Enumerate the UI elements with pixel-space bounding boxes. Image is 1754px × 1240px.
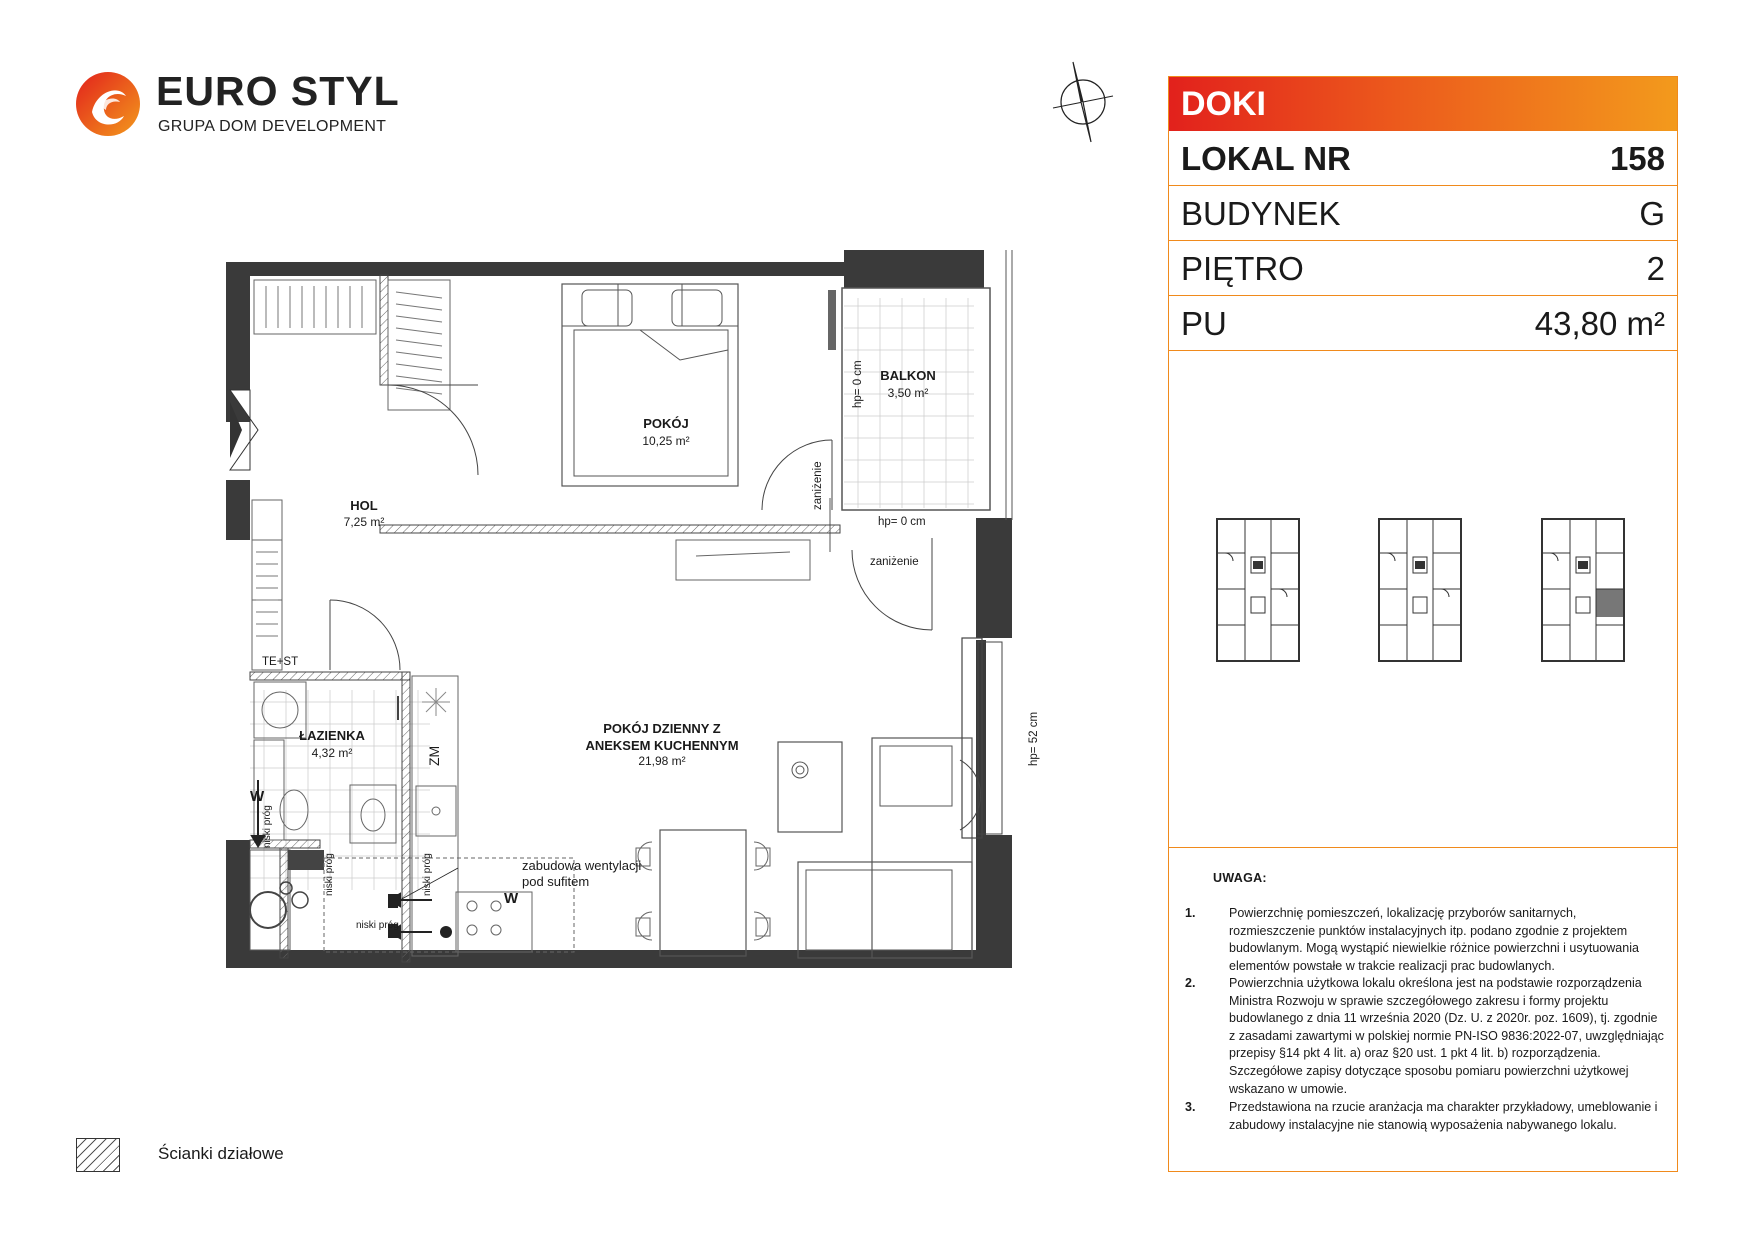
key-plan-3-highlighted [1541, 518, 1625, 662]
water-marker-1: W [250, 788, 265, 805]
info-panel: DOKI LOKAL NR 158 BUDYNEK G PIĘTRO 2 PU … [1168, 76, 1678, 1172]
low-threshold-note-2: niski próg [324, 853, 335, 896]
note-number: 3. [1185, 1100, 1196, 1114]
note-item: 3. Przedstawiona na rzucie aranżacja ma … [1185, 1099, 1665, 1155]
room-area-lazienka: 4,32 m² [311, 746, 353, 760]
notes-separator [1169, 847, 1677, 848]
floor-plan: POKÓJ 10,25 m² BALKON 3,50 m² HOL 7,25 m… [220, 240, 1050, 980]
room-area-balkon: 3,50 m² [887, 386, 929, 400]
floor-plan-drawing [226, 250, 1013, 968]
water-marker-2: W [504, 890, 519, 907]
info-row-budynek: BUDYNEK G [1169, 186, 1677, 241]
info-value: G [1639, 195, 1665, 232]
room-area-pokoj: 10,25 m² [642, 434, 690, 448]
note-number: 2. [1185, 976, 1196, 990]
logo: EURO STYL GRUPA DOM DEVELOPMENT [74, 66, 404, 144]
info-row-pu: PU 43,80 m² [1169, 296, 1677, 351]
north-arrow-icon [1052, 61, 1114, 143]
brand-subtitle: GRUPA DOM DEVELOPMENT [158, 118, 387, 135]
zm-label: ZM [426, 745, 442, 766]
partition-walls-legend-icon [76, 1138, 120, 1172]
hp-window-note: hp= 52 cm [1028, 711, 1040, 766]
investment-name: DOKI [1181, 85, 1266, 123]
room-label-balkon: BALKON [880, 368, 936, 383]
info-label: PU [1181, 305, 1227, 342]
euro-styl-logo-icon [76, 72, 140, 136]
info-value: 2 [1646, 250, 1665, 287]
info-label: LOKAL NR [1181, 140, 1351, 177]
info-value: 158 [1609, 140, 1665, 177]
legend-label: Ścianki działowe [158, 1144, 284, 1163]
hp-balcony-door-note: hp= 0 cm [878, 516, 926, 528]
hp-balcony-vertical-note: hp= 0 cm [852, 360, 864, 408]
ventilation-note-line1: zabudowa wentylacji [522, 858, 642, 873]
note-text: Powierzchnia użytkowa lokalu określona j… [1229, 976, 1664, 1096]
note-item: 1. Powierzchnię pomieszczeń, lokalizację… [1185, 905, 1665, 977]
notes-title: UWAGA: [1213, 871, 1267, 885]
key-plan-2 [1378, 518, 1462, 662]
info-label: PIĘTRO [1181, 250, 1304, 287]
key-plan-1 [1216, 518, 1300, 662]
note-text: Powierzchnię pomieszczeń, lokalizację pr… [1229, 906, 1639, 973]
info-row-pietro: PIĘTRO 2 [1169, 241, 1677, 296]
note-item: 2. Powierzchnia użytkowa lokalu określon… [1185, 975, 1665, 1099]
lowering-note-1: zaniżenie [812, 461, 824, 510]
info-row-lokal: LOKAL NR 158 [1169, 131, 1677, 186]
low-threshold-note-1: niski próg [262, 805, 273, 848]
brand-name: EURO STYL [156, 68, 400, 114]
room-label-pokoj-dzienny: POKÓJ DZIENNY Z ANEKSEM KUCHENNYM [585, 721, 739, 753]
lowering-note-2: zaniżenie [870, 556, 919, 568]
room-area-hol: 7,25 m² [343, 515, 385, 529]
note-number: 1. [1185, 906, 1196, 920]
ventilation-note-line2: pod sufitem [522, 874, 590, 889]
info-label: BUDYNEK [1181, 195, 1341, 232]
room-label-lazienka: ŁAZIENKA [299, 728, 365, 743]
building-key-plans [1215, 517, 1635, 667]
panel-header: DOKI [1169, 77, 1677, 131]
info-value: 43,80 m² [1534, 305, 1665, 342]
room-label-pokoj: POKÓJ [643, 416, 689, 431]
room-area-pokoj-dzienny: 21,98 m² [638, 754, 686, 768]
te-st-label: TE+ST [262, 656, 299, 668]
note-text: Przedstawiona na rzucie aranżacja ma cha… [1229, 1100, 1658, 1132]
low-threshold-note-4: niski próg [356, 920, 399, 931]
room-label-hol: HOL [350, 498, 378, 513]
low-threshold-note-3: niski próg [422, 853, 433, 896]
